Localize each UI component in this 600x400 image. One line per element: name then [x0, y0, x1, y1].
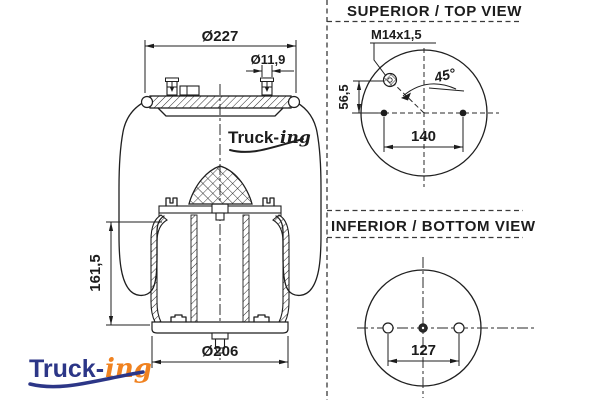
bottom-view-title: INFERIOR / BOTTOM VIEW	[331, 218, 536, 235]
logo-swoosh	[28, 370, 145, 389]
svg-text:56,5: 56,5	[336, 84, 351, 109]
bottom-view-hole-left	[382, 322, 394, 334]
piston-rib-left	[190, 214, 198, 323]
piston-base-plate	[151, 321, 289, 334]
top-view-title: SUPERIOR / TOP VIEW	[347, 3, 522, 20]
base-tab-right	[253, 314, 270, 323]
svg-text:Truck-ing: Truck-ing	[228, 128, 311, 148]
dim-top-plate-diameter: Ø227	[144, 28, 297, 93]
top-view: M14x1,5 45° 56,5 140	[336, 27, 499, 187]
dim-thread: M14x1,5	[370, 27, 436, 77]
clamp-ear-left	[165, 197, 178, 207]
dim-stud-diameter: Ø11,9	[246, 52, 294, 77]
main-section-view: Ø227 Ø11,9 161,5 Ø206	[87, 28, 322, 368]
mounting-stud-right	[260, 77, 274, 96]
svg-text:140: 140	[411, 128, 436, 145]
svg-text:Ø11,9: Ø11,9	[251, 52, 286, 67]
dim-angle: 45°	[401, 65, 465, 101]
svg-text:M14x1,5: M14x1,5	[371, 27, 422, 42]
dim-stud-spacing-140: 140	[383, 117, 464, 152]
top-view-stud-left	[380, 109, 388, 117]
piston	[150, 197, 290, 354]
svg-text:45°: 45°	[432, 65, 458, 86]
top-view-diagonal-centerline	[393, 83, 425, 114]
watermark-logo: Truck-ing	[228, 128, 311, 153]
dim-hole-spacing-127: 127	[387, 334, 460, 366]
dim-piston-diameter: Ø206	[151, 336, 289, 368]
svg-text:161,5: 161,5	[87, 254, 104, 292]
svg-text:Truck-ing: Truck-ing	[29, 354, 152, 384]
base-tab-left	[170, 314, 187, 323]
piston-rib-right	[242, 214, 250, 323]
svg-text:Ø227: Ø227	[202, 28, 239, 45]
rubber-bumper	[188, 165, 253, 205]
svg-text:127: 127	[411, 342, 436, 359]
dim-piston-height: 161,5	[87, 221, 162, 326]
top-view-stud-right	[459, 109, 467, 117]
bottom-view: 127	[357, 257, 537, 398]
watermark-text-truck: Truck-	[228, 128, 279, 147]
top-plate	[140, 95, 301, 117]
logo-text-truck: Truck-	[29, 355, 104, 383]
bottom-view-hole-right	[453, 322, 465, 334]
rolled-edge-left	[140, 95, 154, 109]
dim-offset-56-5: 56,5	[336, 80, 383, 114]
svg-text:Ø206: Ø206	[202, 343, 239, 360]
mounting-stud-left	[165, 77, 179, 96]
brand-logo: Truck-ing	[28, 354, 152, 389]
rolled-edge-right	[287, 95, 301, 109]
air-fitting-block	[179, 85, 200, 96]
watermark-swoosh	[229, 138, 304, 153]
clamp-ear-right	[262, 197, 275, 207]
bottom-bolt	[211, 332, 229, 354]
